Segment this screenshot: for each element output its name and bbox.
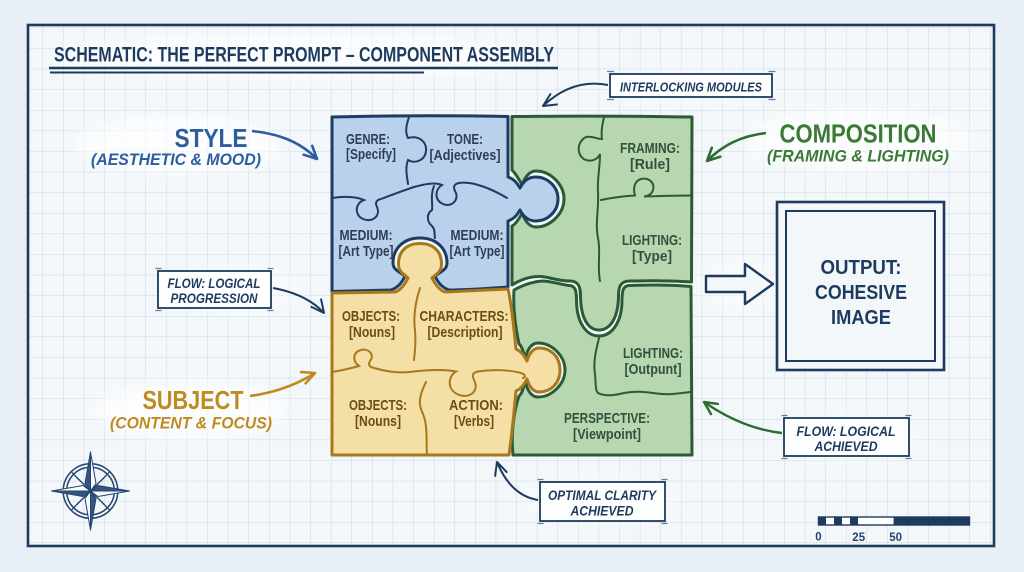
svg-text:IMAGE: IMAGE (831, 307, 891, 329)
svg-text:FLOW: LOGICAL: FLOW: LOGICAL (168, 276, 261, 291)
svg-text:0: 0 (815, 532, 821, 544)
svg-text:[Type]: [Type] (632, 248, 672, 265)
svg-text:[Nouns]: [Nouns] (349, 324, 395, 341)
svg-text:[Rule]: [Rule] (630, 156, 670, 173)
svg-text:TONE:: TONE: (447, 131, 483, 148)
svg-text:[Verbs]: [Verbs] (454, 413, 494, 430)
svg-text:GENRE:: GENRE: (346, 131, 390, 148)
svg-text:OBJECTS:: OBJECTS: (342, 308, 400, 325)
svg-text:[Description]: [Description] (428, 324, 503, 341)
svg-text:PROGRESSION: PROGRESSION (171, 291, 258, 306)
svg-text:OBJECTS:: OBJECTS: (349, 397, 407, 414)
svg-text:LIGHTING:: LIGHTING: (623, 345, 683, 362)
svg-text:INTERLOCKING MODULES: INTERLOCKING MODULES (620, 80, 762, 95)
svg-text:FLOW: LOGICAL: FLOW: LOGICAL (797, 424, 896, 439)
svg-text:[Outpunt]: [Outpunt] (625, 361, 682, 378)
svg-text:SCHEMATIC: THE PERFECT PROMPT: SCHEMATIC: THE PERFECT PROMPT – COMPONEN… (54, 44, 554, 67)
svg-text:(CONTENT & FOCUS): (CONTENT & FOCUS) (110, 414, 272, 433)
svg-text:LIGHTING:: LIGHTING: (622, 232, 682, 249)
svg-text:FRAMING:: FRAMING: (620, 140, 680, 157)
svg-text:[Art Type]: [Art Type] (339, 243, 394, 260)
svg-text:[Art Type]: [Art Type] (450, 243, 505, 260)
svg-text:[Specify]: [Specify] (346, 146, 396, 163)
svg-text:SUBJECT: SUBJECT (143, 385, 244, 415)
svg-text:MEDIUM:: MEDIUM: (451, 227, 504, 244)
svg-text:(FRAMING & LIGHTING): (FRAMING & LIGHTING) (767, 147, 949, 166)
svg-text:25: 25 (852, 532, 865, 544)
svg-text:STYLE: STYLE (175, 123, 248, 153)
svg-text:ACHIEVED: ACHIEVED (570, 504, 634, 519)
svg-text:COHESIVE: COHESIVE (815, 282, 907, 304)
svg-text:COMPOSITION: COMPOSITION (780, 119, 937, 149)
svg-text:OUTPUT:: OUTPUT: (821, 257, 902, 279)
svg-text:[Viewpoint]: [Viewpoint] (573, 426, 641, 443)
svg-text:50: 50 (889, 532, 902, 544)
svg-text:(AESTHETIC & MOOD): (AESTHETIC & MOOD) (91, 150, 261, 169)
svg-text:CHARACTERS:: CHARACTERS: (420, 308, 509, 325)
svg-text:MEDIUM:: MEDIUM: (340, 227, 393, 244)
svg-text:ACTION:: ACTION: (449, 397, 503, 414)
svg-text:[Adjectives]: [Adjectives] (430, 147, 501, 164)
svg-text:PERSPECTIVE:: PERSPECTIVE: (564, 410, 650, 427)
svg-text:OPTIMAL CLARITY: OPTIMAL CLARITY (548, 488, 658, 503)
svg-text:ACHIEVED: ACHIEVED (814, 439, 878, 454)
svg-text:[Nouns]: [Nouns] (355, 413, 401, 430)
